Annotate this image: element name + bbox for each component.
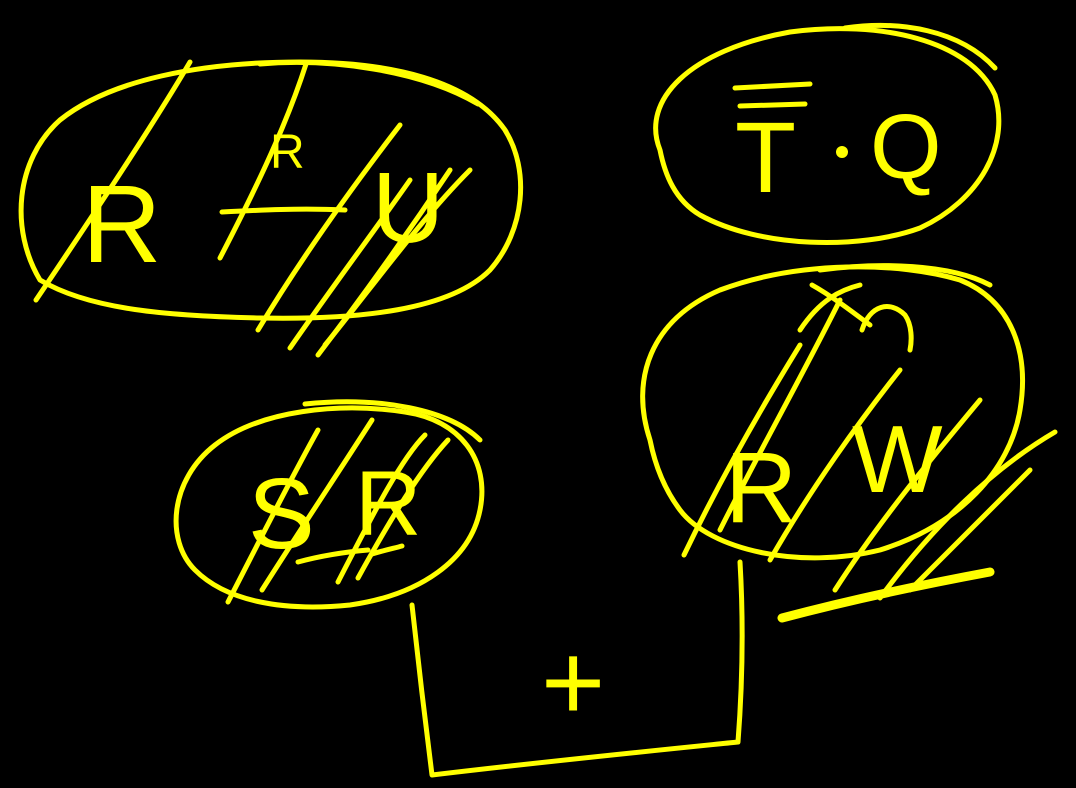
minus-bar-r-u (219, 206, 348, 215)
slash-s-r-1 (225, 427, 321, 605)
sum-bracket (409, 559, 745, 778)
underline-s (295, 547, 371, 565)
group-t-q (653, 22, 1002, 246)
label-r-u-right: U (372, 152, 444, 264)
x-mark-stroke-2 (797, 282, 863, 333)
dot-operator (836, 146, 848, 158)
slash-r-w-5 (877, 429, 1058, 601)
slash-r-u-3 (255, 122, 403, 333)
slash-s-r-3 (335, 432, 428, 585)
n-mark (859, 304, 914, 353)
slash-r-w-6 (907, 467, 1033, 593)
underline-r (369, 543, 405, 557)
ellipse-s-r (173, 405, 485, 610)
label-t-q-left: T (735, 102, 796, 214)
overline-t-q (842, 22, 998, 71)
label-t-q-right: Q (870, 96, 942, 198)
label-r-w-right: W (852, 406, 943, 513)
overline-s-r (302, 399, 483, 443)
overbar-t-2 (737, 101, 808, 109)
label-r-u-superscript: R (270, 126, 305, 179)
slash-r-u-4 (287, 177, 413, 351)
slash-r-w-2 (717, 297, 843, 533)
slash-r-w-4 (832, 397, 983, 593)
underline-r-w (777, 567, 995, 623)
group-r-u (18, 59, 524, 358)
overline-r-u (257, 60, 481, 107)
slash-s-r-4 (355, 437, 451, 581)
group-s-r (173, 399, 485, 610)
ellipse-r-u (18, 59, 524, 321)
label-s-r-left: S (248, 458, 315, 570)
group-r-w (640, 263, 1058, 623)
slash-r-u-2 (217, 61, 309, 261)
slash-s-r-2 (259, 417, 375, 593)
overline-r-w (817, 263, 993, 288)
label-r-u-left: R (82, 163, 161, 286)
slash-r-w-3 (767, 367, 903, 563)
ellipse-t-q (653, 26, 1002, 246)
slash-r-w-1 (681, 342, 803, 558)
plus-operator: + (541, 621, 605, 744)
overbar-t-1 (732, 81, 813, 91)
label-r-w-left: R (725, 432, 797, 544)
slash-r-u-6 (322, 167, 473, 348)
label-s-r-right: R (355, 453, 421, 555)
slash-r-u-1 (33, 59, 193, 303)
bracket-line (409, 559, 745, 778)
ellipse-r-w (640, 264, 1025, 561)
